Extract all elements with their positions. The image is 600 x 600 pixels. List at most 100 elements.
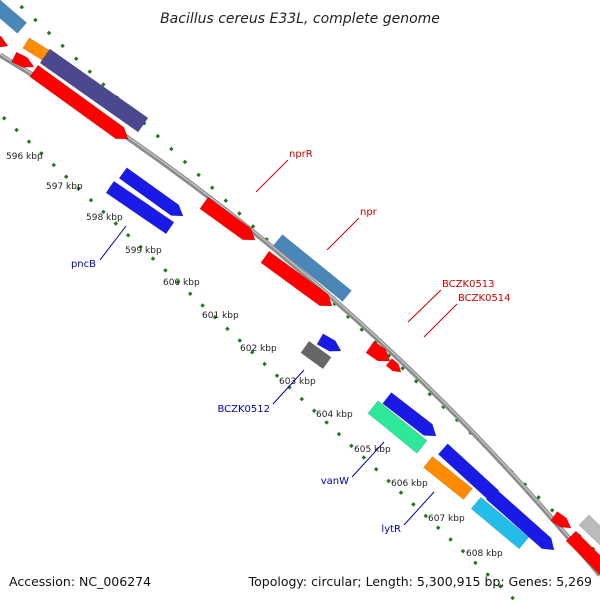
kbp-label: 596 kbp: [6, 152, 43, 162]
outer-tick: [196, 172, 201, 178]
inner-tick: [39, 151, 44, 156]
gene-label[interactable]: BCZK0513: [442, 279, 495, 290]
outer-tick: [87, 69, 93, 74]
gene-g19: [485, 488, 555, 551]
inner-tick: [51, 162, 57, 168]
gene-g9: [273, 234, 352, 302]
gene-g22: [578, 514, 600, 546]
inner-tick: [324, 420, 329, 425]
gene-g5: [29, 64, 129, 140]
inner-tick: [76, 186, 81, 191]
outer-tick: [549, 507, 555, 513]
gene-label[interactable]: BCZK0512: [217, 404, 270, 415]
outer-tick: [223, 198, 229, 203]
gene-label[interactable]: lytR: [381, 524, 401, 535]
inner-tick: [225, 326, 230, 332]
outer-tick: [209, 185, 215, 191]
gene-g16: [367, 400, 428, 454]
kbp-label: 604 kbp: [316, 410, 353, 420]
inner-tick: [311, 408, 317, 414]
kbp-label: 606 kbp: [391, 479, 428, 489]
inner-tick: [101, 209, 106, 215]
outer-tick: [182, 159, 188, 165]
gene-g0: [0, 0, 28, 34]
inner-tick: [249, 349, 255, 355]
inner-tick: [63, 174, 69, 180]
map-title: Bacillus cereus E33L, complete genome: [160, 11, 440, 27]
outer-tick: [19, 4, 25, 10]
gene-g13: [365, 340, 391, 362]
inner-tick: [460, 548, 466, 554]
leader-line: [407, 289, 442, 323]
kbp-label: 607 kbp: [428, 514, 465, 524]
gene-label[interactable]: pncB: [71, 259, 96, 270]
gene-g8: [199, 196, 256, 241]
outer-tick: [60, 43, 65, 49]
outer-tick: [169, 146, 174, 152]
gene-g11: [316, 333, 342, 352]
inner-tick: [435, 525, 441, 531]
gene-g3: [11, 51, 35, 68]
gene-label[interactable]: vanW: [321, 476, 349, 487]
inner-tick: [187, 291, 193, 297]
genome-backbone: [0, 52, 600, 577]
leader-line: [351, 441, 385, 478]
outer-tick: [155, 133, 161, 139]
inner-tick: [212, 314, 218, 320]
gene-label[interactable]: npr: [360, 207, 378, 218]
label-leader-lines: [99, 159, 458, 526]
inner-tick: [125, 233, 131, 238]
kbp-label: 602 kbp: [240, 344, 277, 354]
kbp-label: 598 kbp: [86, 213, 123, 223]
gene-g15: [382, 392, 437, 437]
inner-tick: [373, 466, 379, 472]
inner-tick: [1, 116, 7, 121]
leader-line: [272, 369, 305, 405]
leader-line: [255, 159, 289, 193]
outer-tick: [237, 211, 242, 216]
inner-tick: [336, 431, 342, 437]
leader-line: [403, 491, 435, 526]
outer-tick: [400, 366, 405, 371]
inner-tick: [138, 244, 143, 250]
inner-tick: [497, 584, 503, 589]
accession-text: Accession: NC_006274: [9, 574, 151, 589]
inner-tick-track: [1, 116, 515, 600]
gene-g23: [565, 530, 600, 576]
inner-tick: [88, 197, 94, 203]
gene-g1: [0, 35, 9, 48]
gene-features: [0, 0, 600, 576]
topology-text: Topology: circular; Length: 5,300,915 bp…: [248, 574, 592, 589]
outer-tick: [101, 82, 106, 87]
gene-g10: [260, 250, 333, 307]
inner-tick: [510, 595, 515, 600]
inner-tick: [26, 139, 32, 144]
inner-tick: [150, 256, 156, 261]
kbp-label: 599 kbp: [125, 246, 162, 256]
outer-tick: [73, 56, 79, 62]
gene-g21: [550, 511, 572, 529]
inner-tick: [200, 303, 205, 308]
gene-g6: [118, 167, 184, 217]
inner-tick: [361, 455, 367, 460]
inner-tick: [113, 221, 119, 226]
inner-tick: [175, 279, 181, 285]
inner-tick: [386, 478, 391, 484]
kbp-label: 597 kbp: [46, 182, 83, 192]
gene-g4: [39, 48, 149, 133]
gene-label[interactable]: nprR: [289, 149, 313, 160]
inner-tick: [262, 361, 267, 367]
outer-tick: [46, 30, 52, 36]
inner-tick: [14, 127, 19, 133]
kbp-label: 608 kbp: [466, 549, 503, 559]
inner-tick: [274, 373, 280, 378]
gene-g18: [423, 456, 473, 500]
kbp-label: 601 kbp: [202, 311, 239, 321]
gene-label[interactable]: BCZK0514: [458, 293, 511, 304]
inner-tick: [485, 572, 491, 577]
leader-line: [423, 303, 458, 338]
inner-tick: [349, 443, 354, 449]
inner-tick: [411, 502, 416, 507]
